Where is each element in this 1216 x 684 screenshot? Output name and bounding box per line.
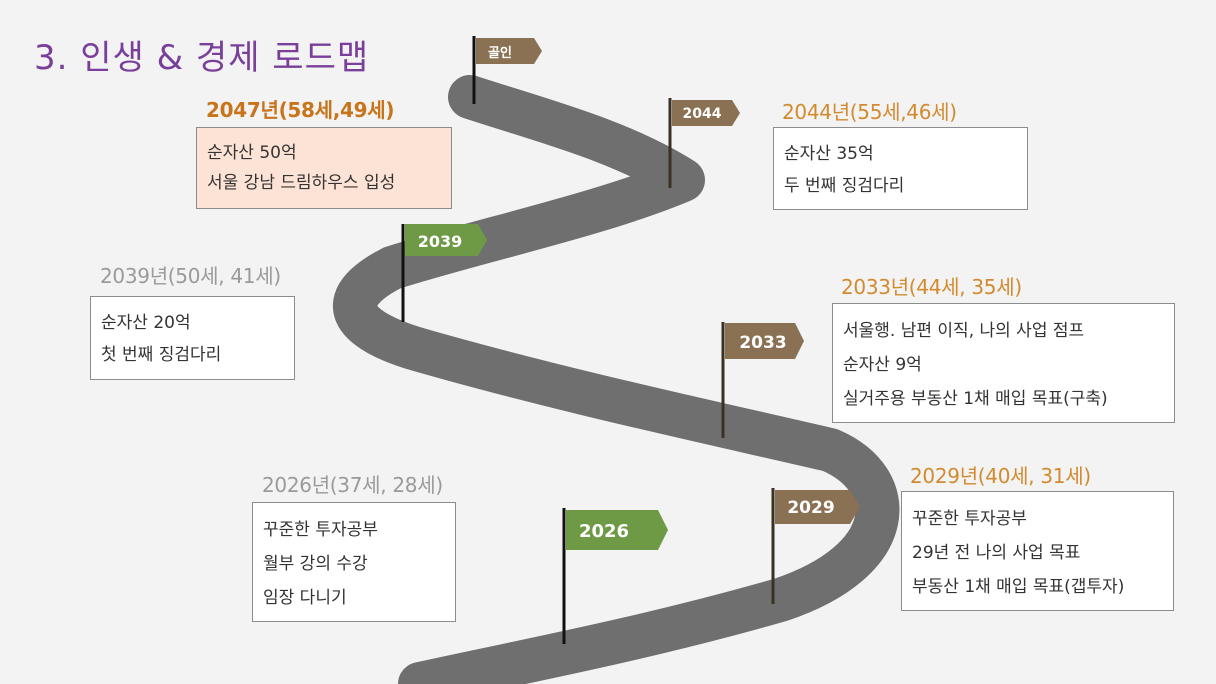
milestone-2039-box: 순자산 20억 첫 번째 징검다리 (90, 296, 295, 380)
flag-2044: 2044 (668, 98, 740, 188)
road-path (333, 75, 900, 684)
milestone-2039-line: 첫 번째 징검다리 (101, 345, 222, 365)
milestone-2044-heading: 2044년(55세,46세) (782, 100, 957, 124)
milestone-2039-heading: 2039년(50세, 41세) (100, 264, 281, 288)
milestone-2047-line: 순자산 50억 (207, 143, 297, 163)
milestone-2044-line: 두 번째 징검다리 (784, 176, 905, 196)
flag-2044-label: 2044 (683, 106, 722, 122)
flag-2026: 2026 (562, 508, 668, 644)
flag-goal: 골인 (472, 36, 542, 104)
milestone-2047-heading: 2047년(58세,49세) (206, 98, 395, 122)
flag-2039: 2039 (401, 224, 487, 322)
milestone-2044-box: 순자산 35억 두 번째 징검다리 (773, 127, 1028, 210)
milestone-2033-line: 실거주용 부동산 1채 매입 목표(구축) (843, 389, 1108, 409)
milestone-2033-line: 서울행. 남편 이직, 나의 사업 점프 (843, 321, 1085, 341)
milestone-2044-line: 순자산 35억 (784, 144, 874, 164)
milestone-2029-line: 꾸준한 투자공부 (912, 509, 1027, 529)
milestone-2026-line: 월부 강의 수강 (263, 554, 368, 574)
flag-2033-label: 2033 (739, 333, 786, 353)
milestone-2033-heading: 2033년(44세, 35세) (841, 275, 1022, 299)
milestone-2026-line: 꾸준한 투자공부 (263, 520, 378, 540)
milestone-2026-box: 꾸준한 투자공부 월부 강의 수강 임장 다니기 (252, 502, 456, 622)
milestone-2026-heading: 2026년(37세, 28세) (262, 473, 443, 497)
flag-2029-label: 2029 (787, 498, 834, 518)
flag-2029: 2029 (771, 488, 860, 604)
milestone-2047-line: 서울 강남 드림하우스 입성 (207, 173, 396, 193)
milestone-2039-line: 순자산 20억 (101, 313, 191, 333)
flag-2039-label: 2039 (418, 232, 463, 251)
milestone-2033-box: 서울행. 남편 이직, 나의 사업 점프 순자산 9억 실거주용 부동산 1채 … (832, 303, 1175, 423)
milestone-2029-box: 꾸준한 투자공부 29년 전 나의 사업 목표 부동산 1채 매입 목표(갭투자… (901, 491, 1174, 611)
milestone-2047-box: 순자산 50억 서울 강남 드림하우스 입성 (196, 127, 452, 209)
flag-goal-label: 골인 (488, 45, 512, 61)
flag-2026-label: 2026 (579, 521, 629, 542)
milestone-2033-line: 순자산 9억 (843, 355, 922, 375)
milestone-2029-heading: 2029년(40세, 31세) (910, 464, 1091, 488)
milestone-2026-line: 임장 다니기 (263, 588, 347, 608)
milestone-2029-line: 29년 전 나의 사업 목표 (912, 543, 1081, 563)
page-title: 3. 인생 & 경제 로드맵 (34, 38, 370, 78)
flag-2033: 2033 (721, 322, 804, 438)
milestone-2029-line: 부동산 1채 매입 목표(갭투자) (912, 577, 1125, 597)
